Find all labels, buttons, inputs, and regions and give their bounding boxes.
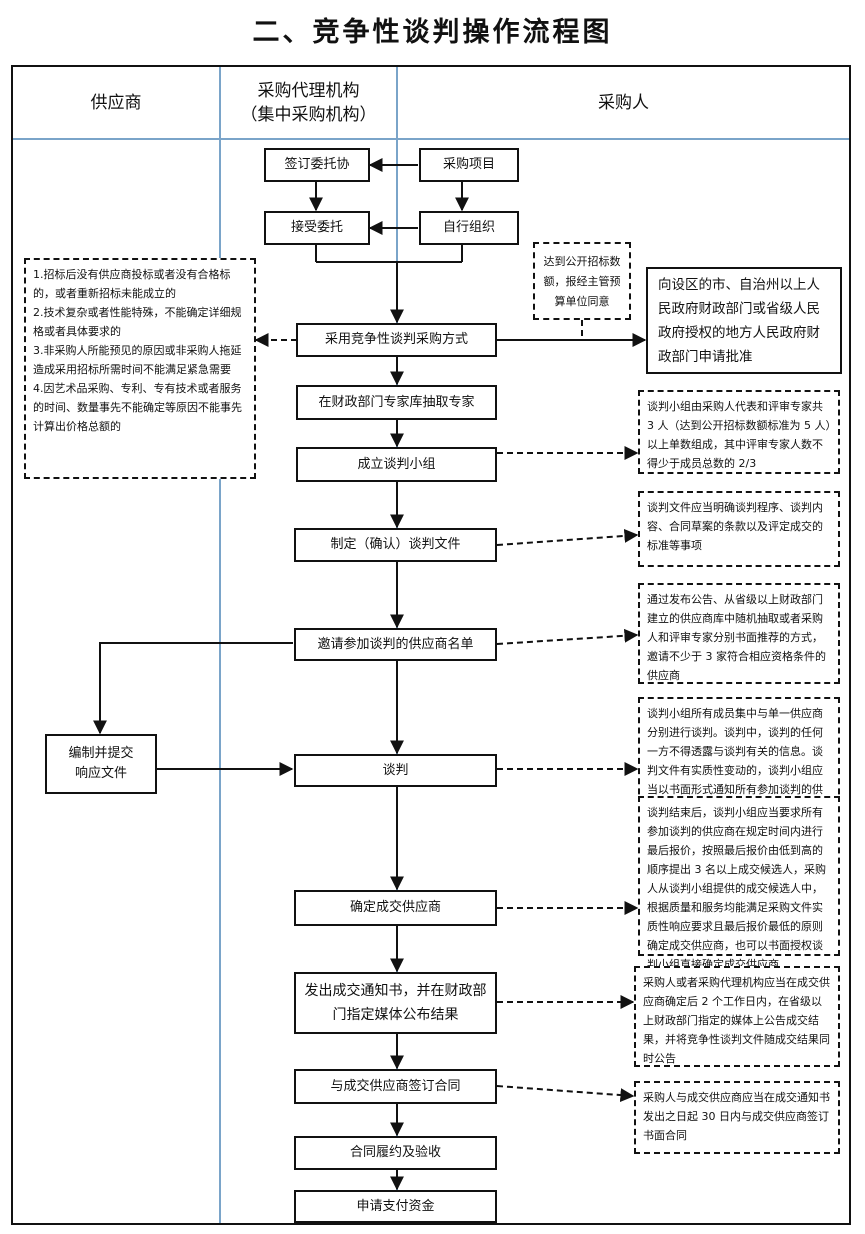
box-draft-docs: 制定（确认）谈判文件 [294, 528, 497, 562]
lane-header-divider [13, 138, 849, 140]
box-accept-entrust: 接受委托 [264, 211, 370, 245]
box-adopt-method-label: 采用竞争性谈判采购方式 [324, 332, 468, 347]
note-condition-4: 4.因艺术品采购、专利、专有技术或者服务的时间、数量事先不能确定等原因不能事先计… [33, 382, 242, 433]
note-negotiation-rules-text: 谈判小组所有成员集中与单一供应商分别进行谈判。谈判中，谈判的任何一方不得透露与谈… [647, 707, 823, 815]
box-approval-text: 向设区的市、自治州以上人民政府财政部门或省级人民政府授权的地方人民政府财政部门申… [658, 276, 820, 365]
box-self-organize: 自行组织 [419, 211, 519, 245]
lane-label-agency-sub: （集中采购机构） [240, 104, 377, 125]
note-announcement: 采购人或者采购代理机构应当在成交供应商确定后 2 个工作日内，在省级以上财政部门… [634, 966, 840, 1067]
box-issue-notice-label-1: 发出成交通知书，并在财政部 [304, 983, 487, 999]
lane-label-supplier: 供应商 [90, 92, 142, 113]
lane-divider-left [219, 67, 221, 1223]
box-purchase-project: 采购项目 [419, 148, 519, 182]
box-apply-payment-label: 申请支付资金 [356, 1198, 435, 1214]
note-panel-composition-text: 谈判小组由采购人代表和评审专家共 3 人（达到公开招标数额标准为 5 人）以上单… [647, 400, 831, 470]
box-form-panel: 成立谈判小组 [296, 447, 497, 482]
note-condition-3: 3.非采购人所能预见的原因或非采购人拖延造成采用招标所需时间不能满足紧急需要 [33, 344, 242, 376]
dashed-invite-to-note [496, 628, 639, 645]
box-sign-entrust: 签订委托协 [264, 148, 370, 182]
box-sign-contract-label: 与成交供应商签订合同 [330, 1078, 461, 1094]
note-doc-content: 谈判文件应当明确谈判程序、谈判内容、合同草案的条款以及评定成交的标准等事项 [638, 491, 840, 567]
box-prepare-response-label-2: 响应文件 [74, 766, 127, 781]
lane-label-agency: 采购代理机构 [257, 80, 360, 101]
box-draw-experts: 在财政部门专家库抽取专家 [296, 385, 497, 420]
box-adopt-method: 采用竞争性谈判采购方式 [296, 323, 497, 357]
note-contract-deadline: 采购人与成交供应商应当在成交通知书发出之日起 30 日内与成交供应商签订书面合同 [634, 1081, 840, 1154]
dashed-contract-to-note [496, 1085, 635, 1103]
note-announcement-text: 采购人或者采购代理机构应当在成交供应商确定后 2 个工作日内，在省级以上财政部门… [643, 976, 830, 1065]
box-negotiate: 谈判 [294, 754, 497, 787]
box-apply-payment: 申请支付资金 [294, 1190, 497, 1223]
lane-header-agency: 采购代理机构 （集中采购机构） [221, 67, 396, 138]
arrow-invite-to-supplier [93, 642, 293, 735]
note-final-quote: 谈判结束后，谈判小组应当要求所有参加谈判的供应商在规定时间内进行最后报价，按照最… [638, 796, 840, 971]
page-title: 二、竞争性谈判操作流程图 [252, 17, 613, 48]
note-condition-1: 1.招标后没有供应商投标或者没有合格标的，或者重新招标未能成立的 [33, 268, 231, 300]
box-issue-notice: 发出成交通知书，并在财政部 门指定媒体公布结果 [294, 972, 497, 1034]
note-condition-2: 2.技术复杂或者性能特殊，不能确定详细规格或者具体要求的 [33, 306, 242, 338]
note-contract-deadline-text: 采购人与成交供应商应当在成交通知书发出之日起 30 日内与成交供应商签订书面合同 [643, 1091, 830, 1142]
note-threshold: 达到公开招标数额，报经主管预算单位同意 [533, 242, 631, 320]
note-invitation-method: 通过发布公告、从省级以上财政部门建立的供应商库中随机抽取或者采购人和评审专家分别… [638, 583, 840, 684]
lane-header-supplier: 供应商 [13, 67, 219, 138]
note-final-quote-text: 谈判结束后，谈判小组应当要求所有参加谈判的供应商在规定时间内进行最后报价，按照最… [647, 806, 826, 971]
lane-label-purchaser: 采购人 [598, 92, 649, 113]
note-panel-composition: 谈判小组由采购人代表和评审专家共 3 人（达到公开招标数额标准为 5 人）以上单… [638, 390, 840, 474]
note-conditions: 1.招标后没有供应商投标或者没有合格标的，或者重新招标未能成立的 2.技术复杂或… [24, 258, 256, 479]
box-determine-supplier-label: 确定成交供应商 [349, 900, 441, 915]
box-issue-notice-label-2: 门指定媒体公布结果 [332, 1007, 459, 1023]
box-approval: 向设区的市、自治州以上人民政府财政部门或省级人民政府授权的地方人民政府财政部门申… [646, 267, 842, 374]
box-fulfill-accept-label: 合同履约及验收 [349, 1145, 441, 1160]
note-doc-content-text: 谈判文件应当明确谈判程序、谈判内容、合同草案的条款以及评定成交的标准等事项 [647, 501, 823, 552]
box-self-organize-label: 自行组织 [442, 220, 495, 235]
note-invitation-method-text: 通过发布公告、从省级以上财政部门建立的供应商库中随机抽取或者采购人和评审专家分别… [647, 593, 826, 682]
box-purchase-project-label: 采购项目 [442, 157, 495, 172]
box-fulfill-accept: 合同履约及验收 [294, 1136, 497, 1170]
box-invite-suppliers-label: 邀请参加谈判的供应商名单 [317, 636, 474, 652]
box-negotiate-label: 谈判 [382, 762, 409, 778]
box-invite-suppliers: 邀请参加谈判的供应商名单 [294, 628, 497, 661]
box-prepare-response-label-1: 编制并提交 [68, 746, 134, 761]
diagram-frame [11, 65, 851, 1225]
dashed-docs-to-note [496, 528, 639, 546]
box-sign-contract: 与成交供应商签订合同 [294, 1069, 497, 1104]
box-accept-entrust-label: 接受委托 [290, 220, 343, 235]
lane-header-purchaser: 采购人 [398, 67, 849, 138]
box-sign-entrust-label: 签订委托协 [284, 157, 350, 172]
note-threshold-text: 达到公开招标数额，报经主管预算单位同意 [543, 255, 621, 308]
box-prepare-response: 编制并提交 响应文件 [45, 734, 157, 794]
box-form-panel-label: 成立谈判小组 [357, 456, 436, 472]
box-draft-docs-label: 制定（确认）谈判文件 [330, 537, 461, 552]
box-determine-supplier: 确定成交供应商 [294, 890, 497, 926]
box-draw-experts-label: 在财政部门专家库抽取专家 [318, 394, 475, 410]
